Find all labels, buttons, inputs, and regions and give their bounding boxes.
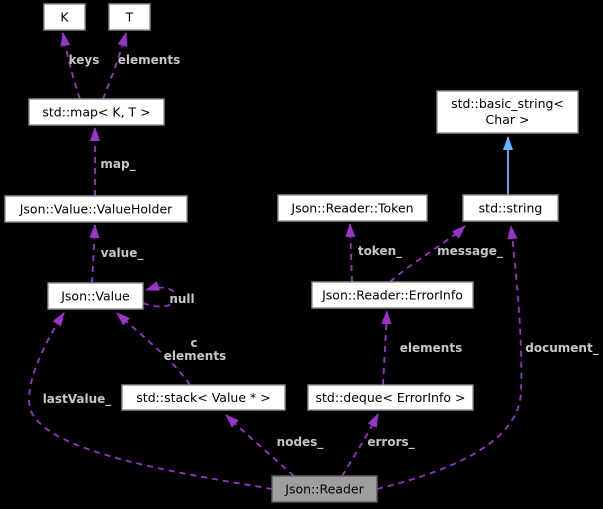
edge-lastvalue <box>28 312 273 490</box>
node-label-std-basic-string-line2: Char > <box>486 112 530 127</box>
edge-label-elements-deque: elements <box>400 341 462 355</box>
edge-message <box>389 225 466 283</box>
node-std-deque[interactable]: std::deque< ErrorInfo > <box>307 384 474 411</box>
edge-errors <box>341 413 379 477</box>
node-box-k <box>43 3 86 31</box>
node-json-value[interactable]: Json::Value <box>47 282 144 310</box>
node-label-k: K <box>60 10 69 25</box>
edge-label-lastvalue: lastValue_ <box>43 392 112 407</box>
edge-nodes <box>225 414 295 477</box>
node-std-map[interactable]: std::map< K, T > <box>28 98 165 126</box>
edge-token <box>345 223 356 283</box>
edge-elements-deque <box>381 310 392 386</box>
node-reader-token[interactable]: Json::Reader::Token <box>277 194 428 222</box>
node-k[interactable]: K <box>43 3 86 31</box>
node-std-stack[interactable]: std::stack< Value * > <box>121 384 286 411</box>
node-label-std-deque: std::deque< ErrorInfo > <box>316 390 466 405</box>
node-label-reader-errorinfo: Json::Reader::ErrorInfo <box>321 288 463 303</box>
node-std-string[interactable]: std::string <box>462 194 559 222</box>
node-box-std-string <box>462 194 559 222</box>
edge-keys <box>60 32 81 100</box>
node-label-std-basic-string-line1: std::basic_string< <box>451 96 564 111</box>
node-box-std-stack <box>121 384 286 411</box>
node-box-reader-token <box>277 194 428 222</box>
edge-label-c-elements: c <box>190 336 197 350</box>
edge-label-map: map_ <box>100 157 135 172</box>
node-box-std-basic-string <box>436 90 579 134</box>
edge-c-elements <box>116 312 191 386</box>
edge-label-null-self: null <box>169 292 194 306</box>
edge-label-elements-t: elements <box>118 53 180 67</box>
edge-label-value: value_ <box>101 246 144 261</box>
node-label-std-stack: std::stack< Value * > <box>136 390 270 405</box>
node-label-std-map: std::map< K, T > <box>42 105 150 120</box>
node-box-std-map <box>28 98 165 126</box>
node-label-std-string: std::string <box>479 201 543 216</box>
edge-value <box>89 224 100 284</box>
node-reader-errorinfo[interactable]: Json::Reader::ErrorInfo <box>311 281 474 309</box>
node-label-t: T <box>125 10 134 25</box>
node-label-json-reader: Json::Reader <box>284 482 364 497</box>
edge-label-message: message_ <box>437 244 503 259</box>
node-box-reader-errorinfo <box>311 281 474 309</box>
edge-label-c-elements: elements <box>164 349 226 363</box>
edge-label-token: token_ <box>358 244 402 259</box>
node-t[interactable]: T <box>108 3 151 31</box>
edge-elements-t <box>102 32 128 100</box>
node-box-json-reader <box>271 475 378 503</box>
edge-label-document: document_ <box>525 341 598 356</box>
edge-label-keys: keys <box>69 53 100 67</box>
edge-null-self <box>142 281 177 308</box>
node-json-reader[interactable]: Json::Reader <box>271 475 378 503</box>
edge-label-errors: errors_ <box>367 435 414 450</box>
node-label-json-value: Json::Value <box>60 289 130 304</box>
node-label-value-holder: Json::Value::ValueHolder <box>19 202 173 217</box>
node-label-reader-token: Json::Reader::Token <box>290 201 413 216</box>
edge-label-nodes: nodes_ <box>277 435 324 450</box>
node-box-json-value <box>47 282 144 310</box>
edge-document <box>376 225 523 490</box>
node-value-holder[interactable]: Json::Value::ValueHolder <box>4 195 188 223</box>
node-box-value-holder <box>4 195 188 223</box>
node-box-std-deque <box>307 384 474 411</box>
node-box-t <box>108 3 151 31</box>
node-std-basic-string[interactable]: std::basic_string<Char > <box>436 90 579 134</box>
